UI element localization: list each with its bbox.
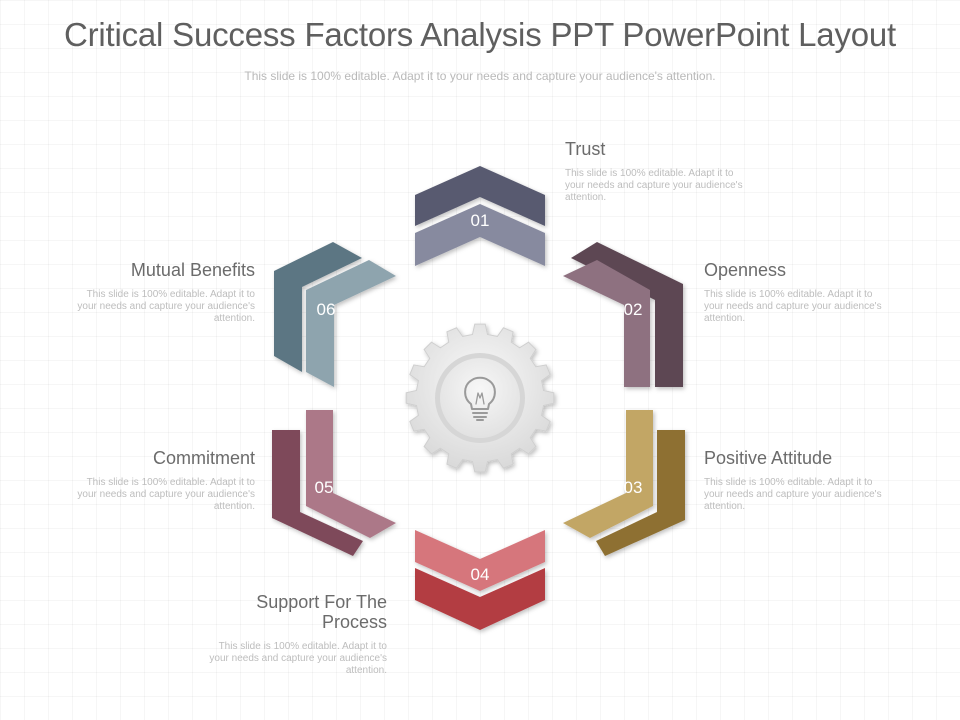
segment-03-number: 03	[624, 478, 643, 497]
label-support-for-the-process: Support For The Process This slide is 10…	[187, 592, 387, 677]
segment-04[interactable]: 04	[415, 530, 545, 630]
segment-04-number: 04	[471, 565, 490, 584]
label-trust-description: This slide is 100% editable. Adapt it to…	[565, 168, 743, 203]
label-support-title: Support For The Process	[256, 592, 387, 632]
label-commitment-title: Commitment	[152, 448, 255, 468]
segment-02-inner	[563, 260, 650, 387]
segment-05[interactable]: 05	[272, 410, 396, 556]
segment-06[interactable]: 06	[274, 242, 396, 387]
segment-01[interactable]: 01	[415, 166, 545, 266]
label-positive-attitude-description: This slide is 100% editable. Adapt it to…	[704, 477, 882, 512]
segment-01-outer	[415, 166, 545, 226]
segment-02-number: 02	[624, 300, 643, 319]
slide-subtitle: This slide is 100% editable. Adapt it to…	[244, 69, 716, 83]
segment-03-inner	[563, 410, 653, 538]
segment-02[interactable]: 02	[563, 242, 683, 387]
segment-02-outer	[571, 242, 683, 387]
label-support-description: This slide is 100% editable. Adapt it to…	[209, 641, 387, 676]
label-openness-description: This slide is 100% editable. Adapt it to…	[704, 289, 882, 324]
segment-06-outer	[274, 242, 362, 372]
label-positive-attitude: Positive Attitude This slide is 100% edi…	[704, 448, 904, 513]
lightbulb-icon	[464, 376, 496, 421]
label-openness: Openness This slide is 100% editable. Ad…	[704, 260, 904, 325]
segment-03[interactable]: 03	[563, 410, 685, 556]
segment-05-number: 05	[315, 478, 334, 497]
label-mutual-benefits: Mutual Benefits This slide is 100% edita…	[55, 260, 255, 325]
segment-04-outer	[415, 568, 545, 630]
segment-01-inner	[415, 204, 545, 266]
segment-05-outer	[272, 430, 363, 556]
segment-04-inner	[415, 530, 545, 591]
label-trust-title: Trust	[565, 139, 606, 159]
center-gear	[405, 323, 555, 473]
label-commitment: Commitment This slide is 100% editable. …	[55, 448, 255, 513]
segment-05-inner	[306, 410, 396, 538]
label-commitment-description: This slide is 100% editable. Adapt it to…	[77, 477, 255, 512]
slide-title: Critical Success Factors Analysis PPT Po…	[63, 16, 897, 53]
segment-06-number: 06	[317, 300, 336, 319]
label-openness-title: Openness	[704, 260, 787, 280]
label-mutual-benefits-description: This slide is 100% editable. Adapt it to…	[77, 289, 255, 324]
label-trust: Trust This slide is 100% editable. Adapt…	[565, 139, 765, 204]
label-mutual-benefits-title: Mutual Benefits	[130, 260, 255, 280]
segment-03-outer	[596, 430, 685, 556]
segment-06-inner	[306, 260, 396, 387]
segment-01-number: 01	[471, 211, 490, 230]
label-positive-attitude-title: Positive Attitude	[704, 448, 833, 468]
